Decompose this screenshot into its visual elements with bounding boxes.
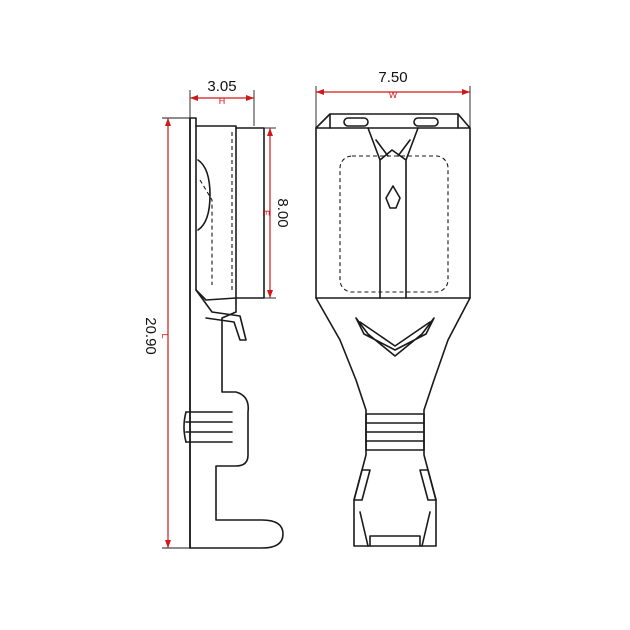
side-view <box>183 117 284 549</box>
dimension-height-letter: H <box>219 96 226 106</box>
side-view-lance <box>197 159 211 231</box>
dimension-height: 3.05 H <box>189 78 255 126</box>
front-view-slot-right <box>413 117 439 127</box>
front-view-hidden-window <box>339 155 449 293</box>
dimension-entry: 8.00 E <box>261 127 291 299</box>
dimension-entry-letter: E <box>261 210 271 216</box>
side-view-spring-tongue <box>195 289 247 341</box>
dimension-length-value: 20.90 <box>142 317 159 355</box>
front-view <box>315 113 471 547</box>
dimension-width: 7.50 W <box>315 69 471 128</box>
front-view-neck <box>315 297 471 547</box>
dimension-height-value: 3.05 <box>207 78 236 95</box>
side-view-inner-wall <box>195 125 237 301</box>
front-view-spring-fingers <box>367 127 419 299</box>
front-view-box <box>315 113 471 299</box>
front-view-detent <box>385 185 401 209</box>
dimension-length: 20.90 L <box>142 117 190 549</box>
front-view-v-tab <box>355 317 435 357</box>
front-view-crimp-wings <box>353 469 437 501</box>
dimension-width-letter: W <box>389 90 398 100</box>
side-view-serrations <box>183 411 233 443</box>
dimension-entry-value: 8.00 <box>274 198 291 227</box>
front-view-slot-left <box>343 117 369 127</box>
dimension-length-letter: L <box>160 333 170 338</box>
front-view-serrations <box>365 413 425 451</box>
side-view-outline <box>189 117 284 549</box>
dimension-width-value: 7.50 <box>378 69 407 86</box>
